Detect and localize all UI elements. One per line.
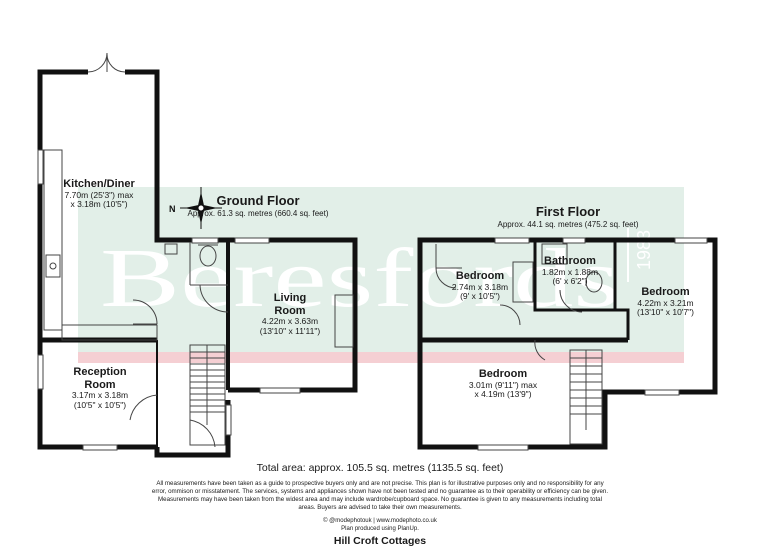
kitchen-dim-1: 7.70m (25'3") max (64, 189, 134, 200)
disclaimer-line-4: areas. Buyers are advised to take their … (298, 504, 462, 512)
disclaimer-line-2: error, ommison or misstatement. The serv… (151, 488, 609, 496)
total-area: Total area: approx. 105.5 sq. metres (11… (256, 462, 504, 474)
property-name: Hill Croft Cottages (333, 535, 427, 547)
bedroom1-dim-1: 2.74m x 3.18m (451, 281, 509, 292)
living-dim-1: 4.22m x 3.63m (261, 316, 319, 327)
first-floor-area: Approx. 44.1 sq. metres (475.2 sq. feet) (497, 219, 639, 229)
room-bedroom-main: Bedroom 3.01m (9'11") max x 4.19m (13'9"… (448, 368, 558, 400)
bedroom2-dim-1: 4.22m x 3.21m (637, 297, 694, 308)
disclaimer: All measurements have been taken as a gu… (110, 480, 650, 512)
bedroom1-name: Bedroom (455, 270, 505, 282)
room-bathroom: Bathroom 1.82m x 1.88m (6' x 6'2") (530, 255, 610, 287)
first-floor-fittings (435, 237, 708, 451)
watermark-stripe (78, 352, 684, 363)
credit-line-1: © @modephotouk | www.modephoto.co.uk (323, 518, 437, 524)
bedroom3-dim-2: x 4.19m (13'9") (474, 389, 532, 400)
room-bedroom-right: Bedroom 4.22m x 3.21m (13'10" x 10'7") (618, 286, 713, 318)
bedroom2-name: Bedroom (641, 286, 690, 298)
disclaimer-line-3: Measurements may have been taken from th… (157, 496, 603, 504)
living-dim-2: (13'10" x 11'11") (259, 326, 321, 337)
living-name-2: Room (274, 304, 306, 317)
kitchen-units (43, 149, 158, 341)
ground-floor-heading: Ground Floor Approx. 61.3 sq. metres (66… (178, 193, 338, 218)
reception-name-2: Room (84, 378, 116, 391)
bathroom-name: Bathroom (544, 255, 596, 267)
cloakroom-fittings (129, 242, 354, 448)
first-floor-title: First Floor (535, 204, 601, 219)
first-floor-walls (417, 237, 718, 450)
ground-stairs (189, 344, 226, 446)
room-living: Living Room 4.22m x 3.63m (13'10" x 11'1… (235, 292, 345, 337)
room-kitchen-diner: Kitchen/Diner 7.70m (25'3") max x 3.18m … (44, 178, 154, 210)
reception-dim-1: 3.17m x 3.18m (71, 390, 129, 401)
reception-name-1: Reception (73, 366, 127, 378)
watermark-band (78, 187, 684, 352)
credits: © @modephotouk | www.modephoto.co.uk Pla… (0, 518, 760, 534)
compass-icon (180, 187, 222, 229)
ground-floor-area: Approx. 61.3 sq. metres (660.4 sq. feet) (187, 208, 329, 218)
bathroom-dim-1: 1.82m x 1.88m (541, 266, 599, 277)
room-reception: Reception Room 3.17m x 3.18m (10'5" x 10… (45, 366, 155, 411)
bedroom1-dim-2: (9' x 10'5") (460, 291, 500, 302)
living-name-1: Living (273, 292, 307, 304)
compass-label: N (169, 204, 176, 214)
bedroom2-dim-2: (13'10" x 10'7") (636, 307, 694, 318)
watermark-year: 1983 (634, 230, 654, 270)
ground-floor-title: Ground Floor (216, 193, 300, 208)
ground-windows (37, 149, 301, 451)
reception-dim-2: (10'5" x 10'5") (73, 400, 127, 411)
kitchen-dim-2: x 3.18m (10'5") (70, 199, 128, 210)
bedroom3-dim-1: 3.01m (9'11") max (468, 379, 538, 390)
credit-line-2: Plan produced using PlanUp. (341, 525, 419, 532)
bedroom3-name: Bedroom (478, 368, 528, 380)
first-floor-heading: First Floor Approx. 44.1 sq. metres (475… (488, 204, 648, 229)
room-bedroom-small: Bedroom 2.74m x 3.18m (9' x 10'5") (435, 270, 525, 302)
disclaimer-line-1: All measurements have been taken as a gu… (156, 480, 604, 487)
french-doors (87, 52, 126, 73)
kitchen-name: Kitchen/Diner (63, 178, 135, 190)
bathroom-dim-2: (6' x 6'2") (552, 276, 588, 287)
